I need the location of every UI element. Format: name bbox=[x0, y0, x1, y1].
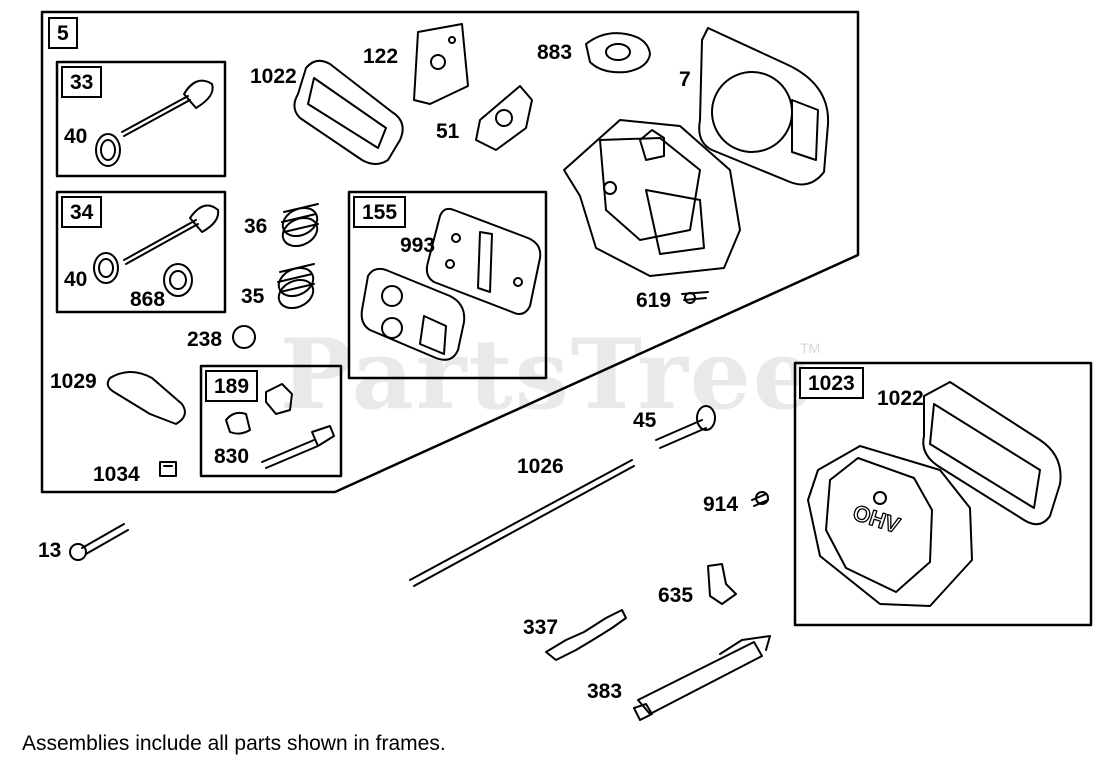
part-label-914[interactable]: 914 bbox=[703, 493, 739, 516]
valve-cap-icon bbox=[232, 325, 256, 349]
cylinder-head-icon bbox=[563, 119, 741, 277]
part-label-122[interactable]: 122 bbox=[363, 45, 399, 68]
assembly-label-5[interactable]: 5 bbox=[48, 17, 78, 49]
spark-plug-terminal-icon bbox=[707, 563, 737, 605]
part-label-337[interactable]: 337 bbox=[523, 616, 559, 639]
part-label-635[interactable]: 635 bbox=[658, 584, 694, 607]
part-label-35[interactable]: 35 bbox=[241, 285, 265, 308]
part-label-238[interactable]: 238 bbox=[187, 328, 223, 351]
valve-retainer-2-icon bbox=[93, 252, 119, 284]
part-label-383[interactable]: 383 bbox=[587, 680, 623, 703]
svg-text:OHV: OHV bbox=[850, 500, 903, 539]
valve-cover-gasket-icon bbox=[293, 59, 404, 165]
valve-tappet-icon bbox=[655, 419, 707, 449]
rocker-nut-icon bbox=[265, 383, 293, 415]
cylinder-head-gasket-icon bbox=[698, 27, 830, 186]
adjusting-screw-icon bbox=[225, 411, 251, 435]
valve-spring-35-icon bbox=[277, 263, 315, 310]
frame-assembly-189 bbox=[199, 364, 343, 478]
watermark-trademark: TM bbox=[800, 340, 821, 356]
valve-cover-gasket-2-icon bbox=[922, 381, 1062, 526]
frame-assembly-5 bbox=[40, 10, 860, 494]
part-label-1022[interactable]: 1022 bbox=[250, 65, 297, 88]
part-label-36[interactable]: 36 bbox=[244, 215, 268, 238]
part-label-1029[interactable]: 1029 bbox=[50, 370, 97, 393]
valve-seal-icon bbox=[163, 263, 193, 297]
part-label-51[interactable]: 51 bbox=[436, 120, 460, 143]
part-label-45[interactable]: 45 bbox=[633, 409, 657, 432]
exhaust-valve-icon bbox=[121, 79, 214, 137]
push-rod-icon bbox=[409, 459, 635, 587]
spark-plug-icon bbox=[545, 609, 627, 661]
part-label-1022-b[interactable]: 1022 bbox=[877, 387, 924, 410]
part-label-868[interactable]: 868 bbox=[130, 288, 166, 311]
intake-insulator-icon bbox=[413, 23, 469, 105]
frame-assembly-155 bbox=[347, 190, 548, 380]
carburetor-gasket-icon bbox=[585, 32, 651, 74]
rocker-arm-icon bbox=[106, 371, 186, 425]
spark-plug-wrench-icon bbox=[637, 641, 763, 715]
part-label-1026[interactable]: 1026 bbox=[517, 455, 564, 478]
valve-spring-36-icon bbox=[281, 203, 319, 248]
flange-bolt-icon bbox=[81, 523, 129, 555]
rocker-stud-icon bbox=[261, 425, 335, 469]
part-label-7[interactable]: 7 bbox=[679, 68, 691, 91]
frame-assembly-1023 bbox=[793, 361, 1093, 627]
rocker-clip-icon bbox=[159, 461, 177, 477]
part-label-1034[interactable]: 1034 bbox=[93, 463, 140, 486]
part-label-883[interactable]: 883 bbox=[537, 41, 573, 64]
part-label-40[interactable]: 40 bbox=[64, 125, 88, 148]
breather-assembly-icon bbox=[360, 207, 542, 361]
assembly-label-1023[interactable]: 1023 bbox=[799, 367, 864, 399]
frame-assembly-34 bbox=[55, 190, 227, 314]
assembly-label-155[interactable]: 155 bbox=[353, 196, 407, 228]
part-label-40-b[interactable]: 40 bbox=[64, 268, 88, 291]
assembly-label-189[interactable]: 189 bbox=[205, 370, 259, 402]
intake-gasket-icon bbox=[475, 85, 533, 151]
frame-assembly-33 bbox=[55, 60, 227, 178]
part-label-993[interactable]: 993 bbox=[400, 234, 436, 257]
intake-valve-icon bbox=[123, 204, 220, 265]
valve-cover-icon: OHV bbox=[807, 445, 973, 607]
assembly-label-33[interactable]: 33 bbox=[61, 66, 103, 98]
assembly-label-34[interactable]: 34 bbox=[61, 196, 103, 228]
assemblies-footnote: Assemblies include all parts shown in fr… bbox=[22, 732, 446, 755]
part-label-619[interactable]: 619 bbox=[636, 289, 672, 312]
valve-retainer-icon bbox=[95, 133, 121, 167]
part-label-830[interactable]: 830 bbox=[214, 445, 250, 468]
part-label-13[interactable]: 13 bbox=[38, 539, 62, 562]
